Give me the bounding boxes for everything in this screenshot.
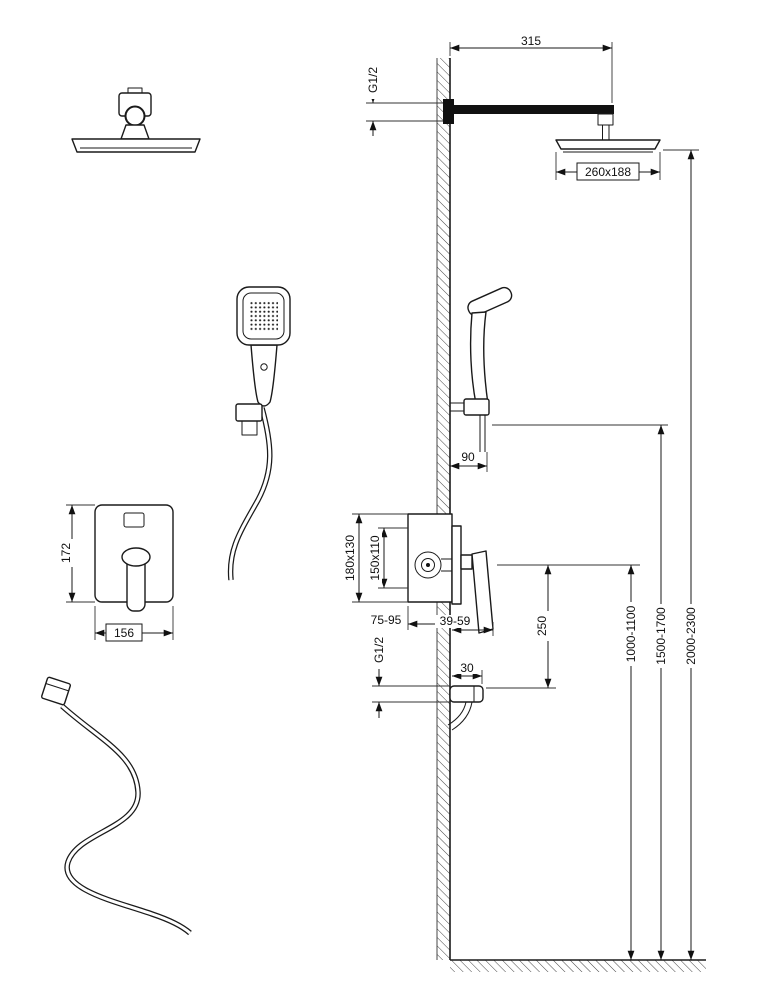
overhead-shower-front — [71, 87, 201, 153]
mixer-front — [94, 504, 174, 612]
hand-shower-front — [227, 286, 291, 581]
handshower-handle — [250, 344, 278, 407]
dim-height-mixer: 1000-1100 — [497, 564, 640, 960]
wall-section — [436, 58, 451, 960]
shower-hose-front — [41, 676, 192, 936]
hand-shower-side — [450, 286, 513, 452]
mixer-side — [407, 513, 494, 634]
dim-box-trim: 150x110 — [368, 527, 408, 589]
dim-arm-thread: G1/2 — [366, 61, 443, 136]
dim-outlet-thread: G1/2 — [372, 631, 450, 718]
shower-arm-side — [443, 99, 614, 141]
dim-outlet-drop-label: 250 — [535, 616, 549, 636]
outlet-elbow-side — [447, 685, 484, 731]
dim-outlet-protrusion-label: 30 — [460, 661, 474, 675]
dim-outlet-drop: 250 — [486, 565, 556, 689]
dim-box-trim-label: 150x110 — [368, 535, 382, 580]
flexible-hose — [60, 703, 192, 936]
dim-plate-height: 172 — [59, 504, 95, 603]
dim-box-outer: 180x130 — [343, 513, 408, 603]
hose-nut — [41, 676, 71, 706]
dim-height-handshower: 1500-1700 — [492, 424, 668, 960]
dim-box-outer-label: 180x130 — [343, 535, 357, 581]
mixer-lever-side — [471, 550, 494, 634]
handshower-hose — [227, 407, 273, 581]
dim-handle-protrusion: 39-59 — [435, 614, 494, 636]
ball-joint — [124, 105, 146, 127]
dim-handshower-offset-label: 90 — [461, 450, 475, 464]
dim-outlet-thread-label: G1/2 — [372, 637, 386, 663]
handshower-holder — [235, 403, 263, 422]
dim-plate-width-label: 156 — [114, 626, 134, 640]
dim-handle-protrusion-label: 39-59 — [440, 614, 471, 628]
dim-arm-length-label: 315 — [521, 34, 541, 48]
dim-head-size: 260x188 — [555, 152, 661, 181]
overhead-shower-side — [555, 139, 661, 153]
dim-box-depth-label: 75-95 — [371, 613, 402, 627]
dim-height-mixer-label: 1000-1100 — [624, 605, 638, 662]
diverter-button — [123, 512, 145, 528]
floor-section — [450, 959, 706, 972]
dim-handshower-offset: 90 — [450, 450, 488, 472]
dim-plate-width: 156 — [94, 606, 174, 642]
dim-arm-length: 315 — [449, 34, 613, 103]
dim-head-size-label: 260x188 — [585, 165, 631, 179]
spray-face — [250, 300, 278, 332]
dim-height-handshower-label: 1500-1700 — [654, 607, 668, 665]
dim-height-head: 2000-2300 — [663, 149, 699, 960]
dim-height-head-label: 2000-2300 — [684, 607, 698, 665]
dim-outlet-protrusion: 30 — [452, 661, 483, 684]
dim-plate-height-label: 172 — [59, 543, 73, 563]
dim-arm-thread-label: G1/2 — [366, 67, 380, 93]
